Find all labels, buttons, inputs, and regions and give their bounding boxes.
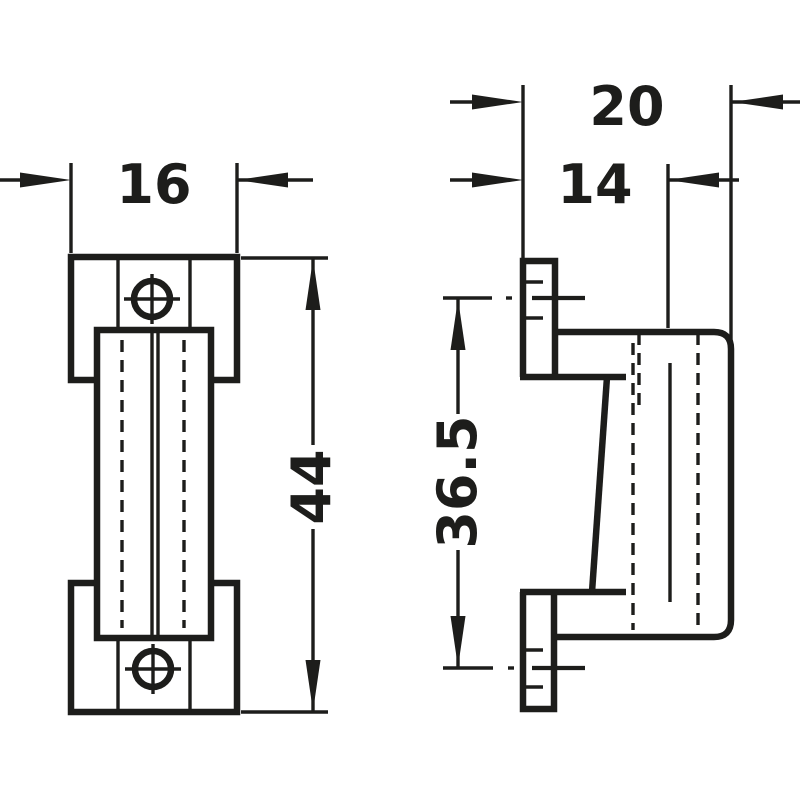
dimension-front-width: 16 [0, 153, 313, 253]
side-body-outline [554, 328, 735, 641]
dim20-arrowhead-right [732, 94, 783, 110]
dim16-arrowhead-right [237, 172, 288, 188]
front-view [67, 253, 241, 716]
side-top-tab-outline [519, 257, 559, 377]
dim365-arrowhead-bottom [450, 616, 466, 667]
dim14-arrowhead-left [472, 172, 523, 188]
dim20-arrowhead-left [472, 94, 523, 110]
dim14-arrowhead-right [668, 172, 719, 188]
dimension-front-height: 44 [241, 256, 343, 714]
dimension-side-depth: 20 [450, 75, 800, 345]
dim20-label: 20 [589, 75, 664, 138]
dimension-side-hole-spacing: 36.5 [426, 296, 493, 670]
side-bottom-tab-outline [519, 592, 558, 713]
front-bottom-plate-outline [67, 579, 241, 716]
dim365-label: 36.5 [426, 415, 489, 548]
dim44-arrowhead-top [305, 259, 321, 310]
dim16-arrowhead-left [20, 172, 71, 188]
front-top-plate-outline [67, 253, 241, 384]
screw-hole-top [124, 274, 180, 324]
dim365-arrowhead-top [450, 299, 466, 350]
dim14-label: 14 [557, 153, 632, 216]
dim16-label: 16 [116, 153, 191, 216]
screw-hole-bottom [125, 644, 181, 694]
side-view [506, 257, 735, 713]
dim44-arrowhead-bottom [305, 660, 321, 711]
front-channel-body-outline [93, 326, 215, 642]
side-web-front-edge [588, 376, 611, 593]
dim44-label: 44 [280, 449, 343, 524]
dimension-side-inner-depth: 14 [450, 153, 739, 328]
